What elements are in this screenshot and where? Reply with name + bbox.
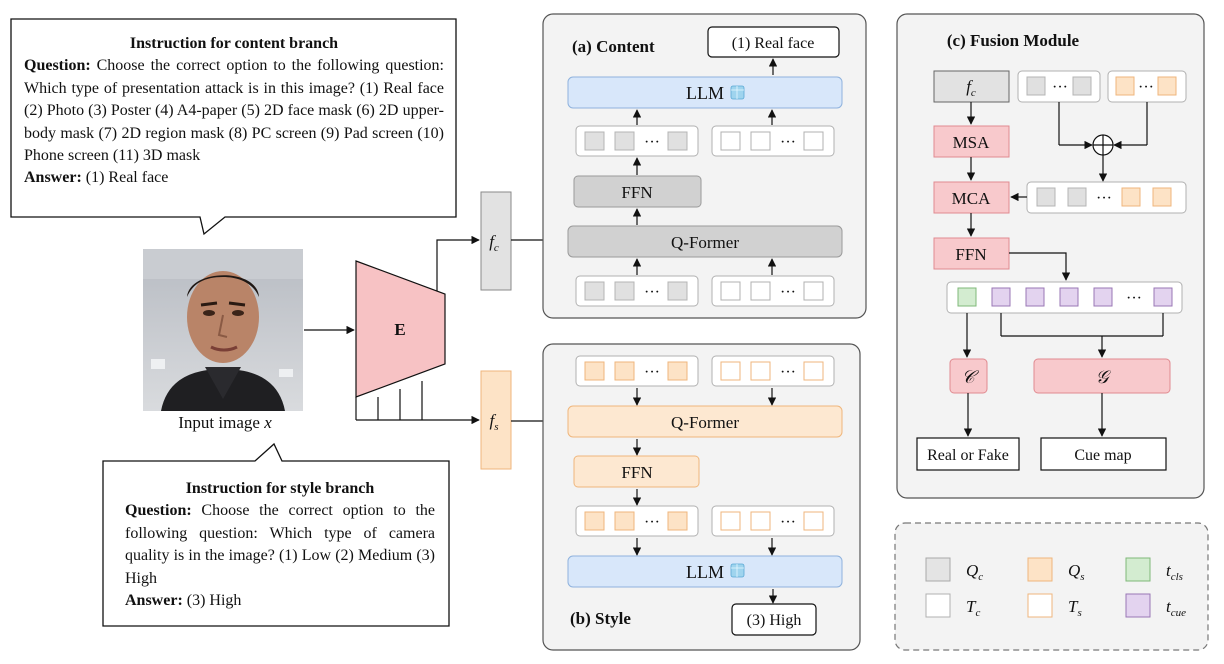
content-instruction-text: Instruction for content branch Question:… [24, 35, 445, 187]
style-instruction-text: Instruction for style branch Question: C… [125, 480, 435, 610]
content-output-box [707, 26, 840, 58]
llm-ice-icon [730, 563, 745, 578]
fusion-input-block [933, 70, 1010, 103]
svg-text:Cue map: Cue map [1074, 447, 1131, 464]
content-branch-title: (a) Content [572, 37, 655, 56]
llm-ice-icon [730, 85, 745, 100]
style-qformer-block [567, 405, 843, 438]
style-llm-block [567, 555, 843, 588]
legend-label-q-s: Qs [1068, 561, 1085, 583]
svg-text:FFN: FFN [621, 183, 652, 202]
svg-text:···: ··· [644, 134, 660, 151]
content-ffn-block [573, 175, 702, 208]
svg-text:𝒢: 𝒢 [1096, 367, 1112, 387]
svg-text:···: ··· [644, 284, 660, 301]
svg-text:···: ··· [780, 514, 796, 531]
svg-text:fc: fc [966, 77, 976, 99]
svg-text:···: ··· [644, 364, 660, 381]
svg-text:Q-Former: Q-Former [671, 233, 739, 252]
legend-swatch-t-cls [1125, 557, 1151, 582]
svg-text:Q-Former: Q-Former [671, 413, 739, 432]
svg-text:···: ··· [1052, 79, 1068, 96]
svg-text:LLM: LLM [686, 83, 724, 103]
style-feature-block [480, 370, 512, 470]
legend-swatch-q-c [925, 557, 951, 582]
svg-text:···: ··· [1096, 190, 1112, 207]
input-face-image [143, 249, 303, 411]
encoder-label: E [394, 320, 405, 339]
svg-text:fc: fc [489, 232, 499, 254]
style-instruction-bubble [102, 442, 450, 627]
legend-swatch-q-s [1027, 557, 1053, 582]
style-branch-title: (b) Style [570, 609, 631, 628]
content-llm-block [567, 76, 843, 109]
style-output-box [731, 603, 817, 636]
fusion-msa-block [933, 125, 1010, 158]
real-or-fake-output [916, 437, 1020, 471]
legend-swatch-t-c [925, 593, 951, 618]
svg-text:···: ··· [780, 134, 796, 151]
legend-label-t-s: Ts [1068, 597, 1082, 619]
svg-text:···: ··· [644, 514, 660, 531]
style-ffn-block [573, 455, 700, 488]
content-branch-panel [542, 13, 867, 319]
svg-text:fs: fs [489, 411, 498, 433]
face-illustration [143, 249, 303, 411]
svg-text:LLM: LLM [686, 562, 724, 582]
content-feature-block [480, 191, 512, 291]
svg-text:···: ··· [1138, 79, 1154, 96]
content-qformer-block [567, 225, 843, 258]
fusion-title: (c) Fusion Module [947, 31, 1080, 50]
svg-text:···: ··· [1126, 290, 1142, 307]
legend-label-t-c: Tc [966, 597, 980, 619]
legend-label-t-cls: tcls [1166, 561, 1183, 583]
svg-text:(3) High: (3) High [747, 612, 802, 629]
input-image-label: Input image x [178, 413, 272, 432]
content-instruction-bubble [10, 18, 457, 236]
svg-text:(1) Real face: (1) Real face [732, 35, 815, 52]
legend-label-t-cue: tcue [1166, 597, 1186, 619]
svg-text:FFN: FFN [955, 245, 986, 264]
legend-swatch-t-cue [1125, 593, 1151, 618]
svg-text:Real or Fake: Real or Fake [927, 447, 1009, 464]
svg-text:FFN: FFN [621, 463, 652, 482]
svg-text:···: ··· [780, 284, 796, 301]
legend-swatch-t-s [1027, 593, 1053, 618]
encoder-block [355, 260, 446, 398]
svg-text:MCA: MCA [952, 189, 991, 208]
svg-text:···: ··· [780, 364, 796, 381]
cue-map-output [1040, 437, 1167, 471]
fusion-ffn-block [933, 237, 1010, 270]
svg-text:MSA: MSA [953, 133, 991, 152]
fusion-mca-block [933, 181, 1010, 214]
add-operator-icon [1092, 134, 1114, 156]
legend-label-q-c: Qc [966, 561, 983, 583]
